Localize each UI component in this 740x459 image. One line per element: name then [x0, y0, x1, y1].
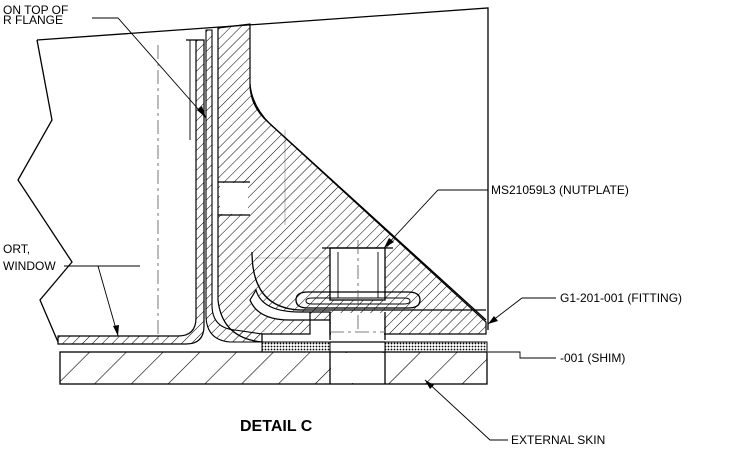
- external-skin-part: [59, 351, 488, 385]
- callout-fitting: G1-201-001 (FITTING): [560, 291, 682, 305]
- shim-part: [261, 341, 488, 353]
- callout-nutplate: MS21059L3 (NUTPLATE): [491, 183, 629, 197]
- callout-flange-line1: ON TOP OF: [3, 3, 68, 17]
- leader-lines: [64, 17, 556, 441]
- callout-flange-line2: R FLANGE: [3, 13, 63, 27]
- callout-support-line1: ORT,: [3, 242, 30, 256]
- fitting-part: [217, 23, 487, 343]
- callout-external-skin: EXTERNAL SKIN: [511, 433, 605, 447]
- detail-title: DETAIL C: [240, 418, 313, 435]
- window-support-angle: [57, 39, 205, 345]
- callout-shim: -001 (SHIM): [560, 351, 625, 365]
- nutplate-part: [295, 240, 421, 330]
- callout-support-line2: WINDOW: [3, 259, 56, 273]
